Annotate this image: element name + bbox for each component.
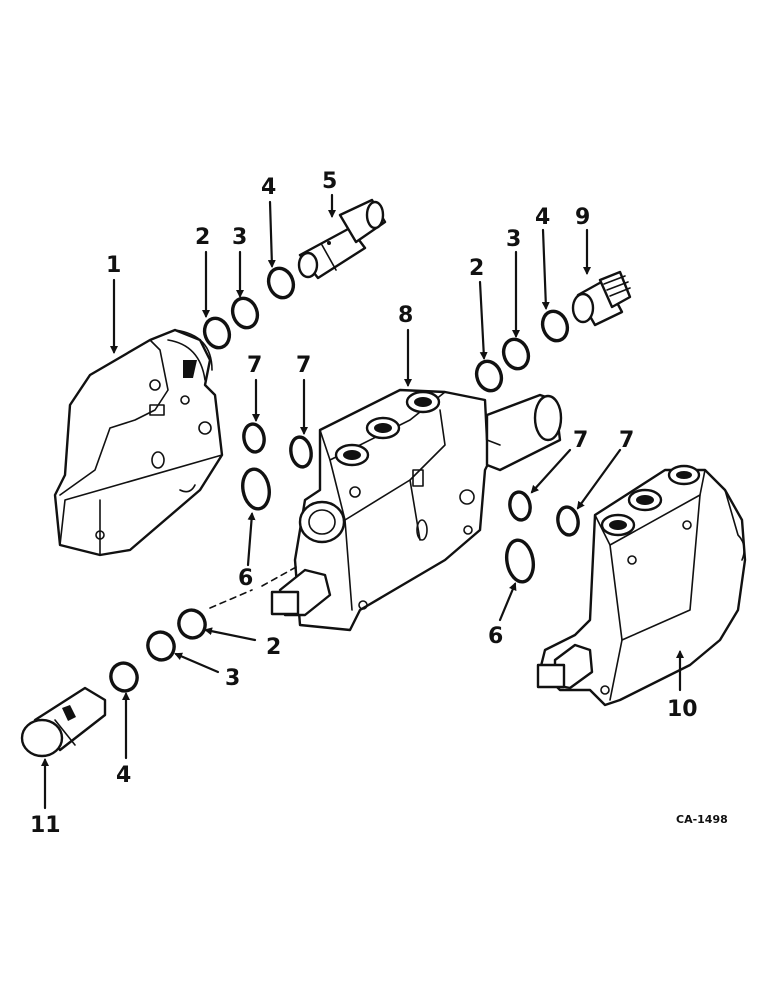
callout-9: 9 (575, 205, 590, 230)
callout-7b: 7 (296, 353, 311, 378)
part-5-plug (297, 198, 387, 280)
callout-7c: 7 (573, 428, 588, 453)
callout-2-lower: 2 (266, 635, 281, 660)
reference-code: CA-1498 (676, 813, 728, 826)
ring-6b (504, 538, 536, 584)
ring-7d (556, 505, 580, 537)
callout-8: 8 (398, 303, 413, 328)
ring-7b (289, 435, 313, 469)
ring-4-upper-right (540, 309, 570, 343)
callout-10: 10 (667, 697, 698, 722)
ring-2-upper-right (474, 359, 504, 393)
ring-6a (241, 467, 271, 511)
o-rings (109, 266, 580, 693)
ring-3-lower (146, 630, 176, 662)
callout-7d: 7 (619, 428, 634, 453)
callout-2-upper-left: 2 (195, 225, 210, 250)
callout-6a: 6 (238, 566, 253, 591)
callout-6b: 6 (488, 624, 503, 649)
ring-7a (242, 422, 266, 454)
ring-4-lower (109, 661, 139, 693)
callout-7a: 7 (247, 353, 262, 378)
callout-5: 5 (322, 169, 337, 194)
callouts: 1 2 3 4 5 7 7 6 8 2 3 4 9 7 7 6 2 3 4 10… (30, 169, 728, 838)
ring-7c (508, 490, 532, 522)
callout-11: 11 (30, 813, 61, 838)
callout-3-upper-right: 3 (506, 227, 521, 252)
callout-2-upper-right: 2 (469, 256, 484, 281)
part-1-end-cover (53, 328, 224, 557)
part-9-plug (571, 270, 632, 327)
callout-1: 1 (106, 253, 121, 278)
callout-3-lower: 3 (225, 666, 240, 691)
ring-2-lower (177, 608, 207, 640)
part-8-valve-body (270, 388, 563, 632)
part-10-valve-section (536, 464, 747, 707)
callout-3-upper-left: 3 (232, 225, 247, 250)
ring-2-upper-left (202, 316, 232, 350)
ring-3-upper-right (501, 337, 531, 371)
part-11-plug (20, 686, 107, 758)
callout-4-upper-right: 4 (535, 205, 550, 230)
callout-4-upper-left: 4 (261, 175, 276, 200)
ring-3-upper-left (230, 296, 260, 330)
ring-4-upper-left (266, 266, 296, 300)
callout-4-lower: 4 (116, 763, 131, 788)
leader-lines (41, 193, 684, 810)
